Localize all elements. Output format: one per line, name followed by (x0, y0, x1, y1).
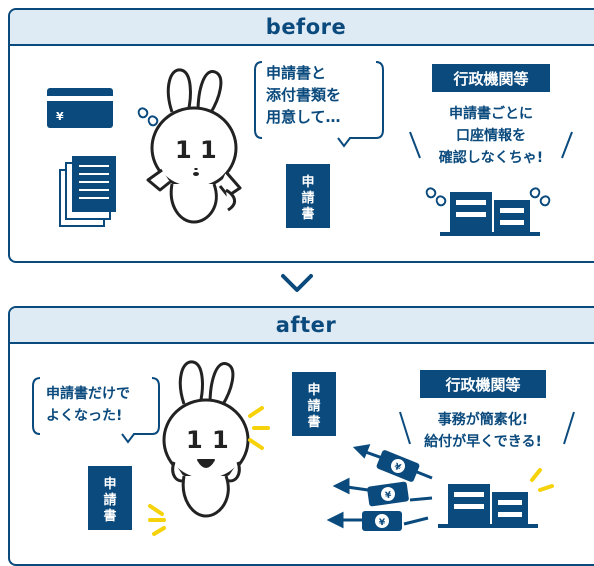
before-application-form: 申 請 書 (286, 164, 330, 228)
svg-text:書: 書 (307, 414, 320, 430)
svg-text:¥: ¥ (392, 462, 402, 474)
before-bubble-line-2: 添付書類を (266, 86, 341, 104)
sparkle-lines-icon (148, 406, 270, 536)
after-gov-line-1: 事務が簡素化! (438, 411, 528, 428)
after-application-form-top: 申 請 書 (292, 372, 336, 436)
emphasis-lines-icon (409, 131, 573, 159)
after-gov-label: 行政機関等 (420, 370, 546, 398)
before-gov-line-1: 申請書ごとに (449, 105, 533, 122)
before-header: before (10, 10, 594, 46)
before-gov-line-3: 確認しなくちゃ! (439, 149, 543, 166)
before-speech-bubble (254, 61, 384, 148)
svg-text:申: 申 (307, 382, 320, 398)
after-gov-line-2: 給付が早くできる! (424, 433, 542, 450)
after-bubble-line-1: 申請書だけで (46, 385, 130, 402)
before-bubble-line-3: 用意して… (266, 108, 341, 126)
svg-text:請: 請 (307, 398, 320, 414)
rabbit-mascot-happy: 1 1 (162, 360, 250, 518)
svg-text:請: 請 (103, 492, 116, 508)
svg-text:申: 申 (301, 174, 314, 190)
building-icon (438, 484, 538, 528)
sweat-mark-icon (425, 187, 551, 207)
svg-text:書: 書 (301, 206, 314, 222)
svg-text:¥: ¥ (56, 110, 64, 123)
rabbit-mascot-worried: 1 1 (146, 68, 242, 224)
after-speech-bubble (32, 377, 160, 444)
svg-text:¥: ¥ (379, 518, 386, 528)
sweat-mark-icon (137, 107, 159, 127)
sparkle-lines-icon (530, 468, 554, 492)
building-icon (440, 192, 540, 236)
after-header: after (10, 308, 594, 344)
money-transfer-icon: ¥ ¥ ¥ (326, 444, 433, 531)
svg-text:請: 請 (301, 190, 314, 206)
svg-text:1: 1 (212, 426, 229, 454)
svg-text:書: 書 (103, 508, 116, 524)
svg-text:申: 申 (103, 476, 116, 492)
svg-text:行政機関等: 行政機関等 (444, 376, 520, 394)
svg-text:¥: ¥ (384, 490, 392, 501)
before-bubble-line-1: 申請書と (266, 64, 326, 82)
documents-icon (59, 156, 116, 227)
after-application-form-bottom: 申 請 書 (88, 466, 132, 530)
svg-text:1: 1 (175, 136, 192, 164)
before-gov-line-2: 口座情報を (456, 127, 526, 144)
bank-card-icon: ¥ (47, 88, 113, 128)
svg-text:1: 1 (186, 426, 203, 454)
before-gov-label: 行政機関等 (432, 64, 550, 92)
after-bubble-line-2: よくなった! (46, 408, 122, 424)
svg-text:1: 1 (200, 136, 217, 164)
emphasis-lines-icon (399, 411, 575, 445)
svg-text:行政機関等: 行政機関等 (452, 70, 528, 88)
